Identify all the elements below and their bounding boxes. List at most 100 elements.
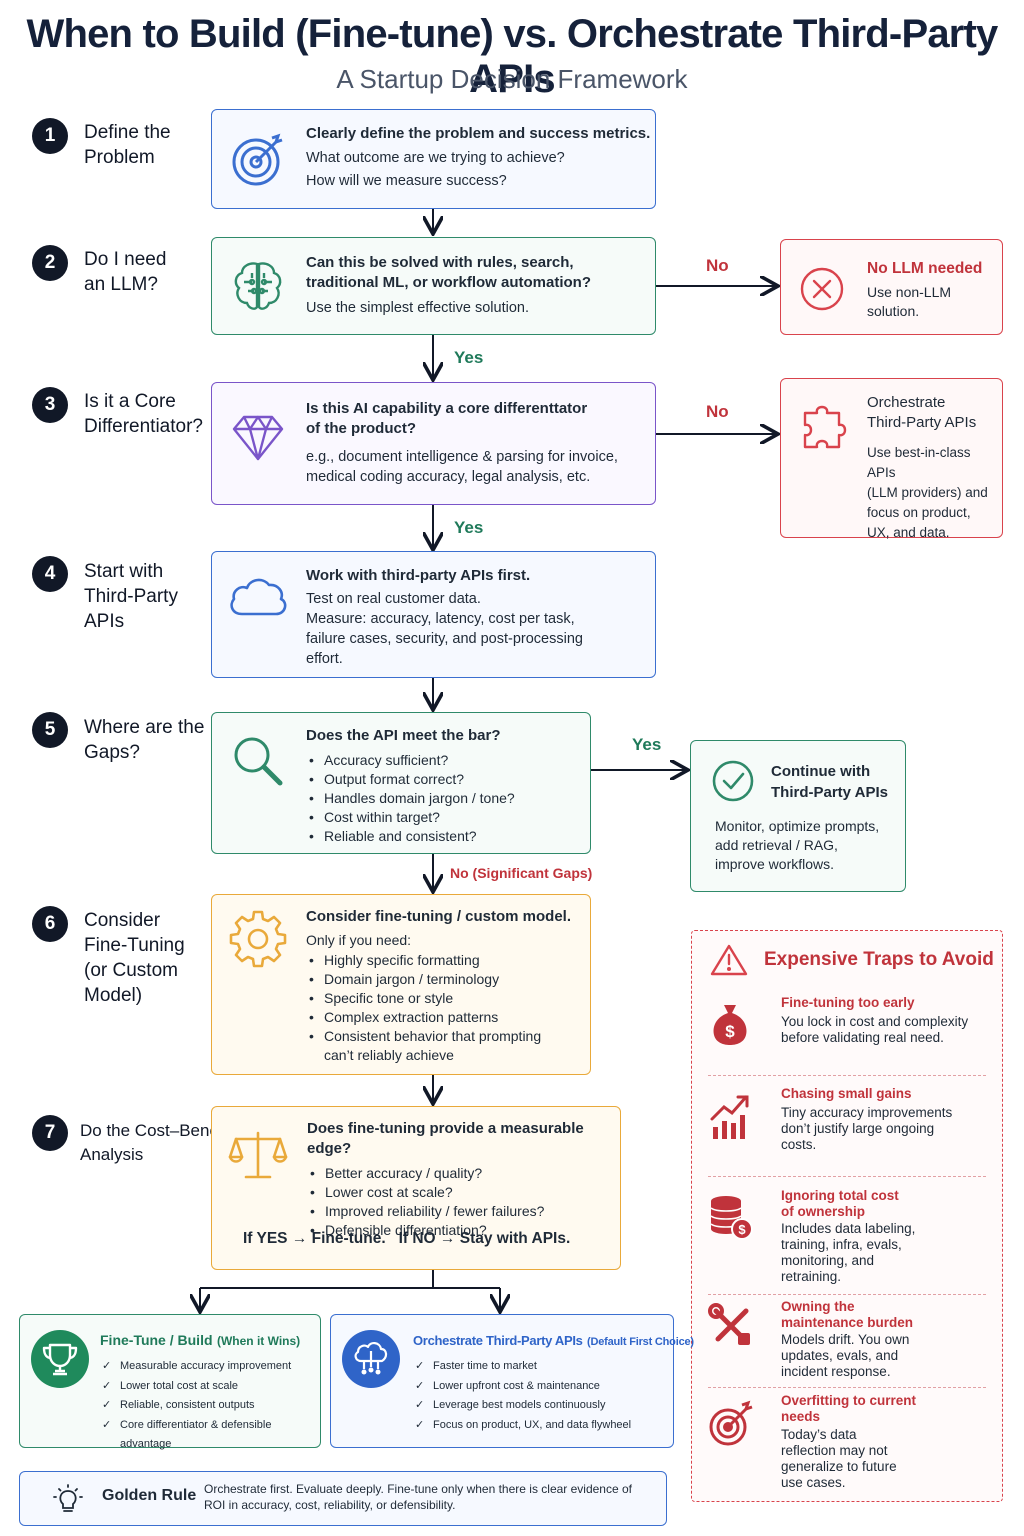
orchestrate-box: Orchestrate Third-Party APIs Use best-in… <box>780 378 1003 540</box>
step1-line: How will we measure success? <box>306 173 507 189</box>
list-item: Defensible differentiation? <box>307 1221 620 1240</box>
finetune-tag: (When it Wins) <box>216 1334 301 1348</box>
list-item: Accuracy sufficient? <box>306 751 515 770</box>
golden-rule-text: Orchestrate first. Evaluate deeply. Fine… <box>204 1482 632 1512</box>
continue-title: Continue with <box>771 763 871 780</box>
svg-text:$: $ <box>738 1222 746 1237</box>
step4-line: effort. <box>306 651 343 667</box>
trap-body: Tiny accuracy improvements don’t justify… <box>781 1105 953 1152</box>
step-number-2: 2 <box>32 245 68 281</box>
no-llm-title: No LLM needed <box>867 260 983 277</box>
step-number-1: 1 <box>32 118 68 154</box>
trap-heading: Fine-tuning too early <box>781 995 915 1010</box>
step7-lead: Does fine-tuning provide a measurable ed… <box>307 1120 584 1157</box>
orchestrate-line: UX, and data. <box>867 525 950 540</box>
list-item: Reliable and consistent? <box>306 827 515 846</box>
list-item: Improved reliability / fewer failures? <box>307 1202 620 1221</box>
puzzle-icon <box>803 405 847 449</box>
magnifier-icon <box>234 737 283 786</box>
step4-line: Measure: accuracy, latency, cost per tas… <box>306 611 575 627</box>
trap-body: Includes data labeling, training, infra,… <box>781 1221 916 1284</box>
finetune-outcome-card: Fine-Tune / Build (When it Wins) Measura… <box>19 1314 321 1450</box>
step-number-6: 6 <box>32 906 68 942</box>
edge-label-yes-llm: Yes <box>454 348 484 367</box>
list-item: Consistent behavior that prompting can’t… <box>306 1027 546 1065</box>
trap-heading: Ignoring total cost of ownership <box>781 1188 899 1219</box>
step1-box: Clearly define the problem and success m… <box>211 109 656 209</box>
list-item: Core differentiator & defensible advanta… <box>100 1416 320 1455</box>
list-item: Lower cost at scale? <box>307 1183 620 1202</box>
step1-line: What outcome are we trying to achieve? <box>306 150 565 166</box>
trap-heading: Owning the maintenance burden <box>781 1299 914 1330</box>
edge-label-yes-core: Yes <box>454 518 484 537</box>
step3-lead: Is this AI capability a core differentta… <box>306 400 588 417</box>
step1-lead: Clearly define the problem and success m… <box>306 125 651 142</box>
step2-lead: traditional ML, or workflow automation? <box>306 274 591 291</box>
list-item: Reliable, consistent outputs <box>100 1396 320 1416</box>
page-title: When to Build (Fine-tune) vs. Orchestrat… <box>26 12 998 101</box>
bar-chart-icon <box>710 1095 749 1139</box>
list-item: Lower upfront cost & maintenance <box>413 1377 631 1397</box>
trap-body: Models drift. You own updates, evals, an… <box>781 1332 910 1379</box>
scale-icon <box>228 1131 288 1179</box>
step6-box: Consider fine-tuning / custom model. Onl… <box>211 894 591 1075</box>
step-number-5: 5 <box>32 712 68 748</box>
trap-heading: Overfitting to current needs <box>781 1393 917 1424</box>
tools-icon <box>708 1303 750 1345</box>
gear-icon <box>229 910 287 968</box>
target-icon <box>709 1400 753 1446</box>
page-subtitle: A Startup Decision Framework <box>336 64 688 94</box>
list-item: Faster time to market <box>413 1357 631 1377</box>
step4-box: Work with third-party APIs first. Test o… <box>211 551 656 678</box>
trophy-icon <box>31 1330 89 1388</box>
cloud-icon <box>230 578 287 616</box>
golden-rule-title: Golden Rule <box>102 1487 197 1504</box>
traps-panel: Expensive Traps to Avoid $ Fine-tuning t… <box>691 930 1003 1502</box>
edge-label-no-llm: No <box>706 256 729 275</box>
step2-lead: Can this be solved with rules, search, <box>306 254 574 271</box>
step-label-4: Start with Third-Party APIs <box>84 561 178 632</box>
step3-line: e.g., document intelligence & parsing fo… <box>306 449 618 465</box>
warning-icon <box>710 944 748 976</box>
orchestrate-line: (LLM providers) and <box>867 485 988 500</box>
list-item: Better accuracy / quality? <box>307 1164 620 1183</box>
list-item: Handles domain jargon / tone? <box>306 789 515 808</box>
svg-text:$: $ <box>725 1022 735 1041</box>
step3-lead: of the product? <box>306 420 416 437</box>
golden-rule-card: Golden Rule Orchestrate first. Evaluate … <box>19 1471 667 1526</box>
orchestrate-outcome-card: Orchestrate Third-Party APIs (Default Fi… <box>330 1314 694 1448</box>
trap-heading: Chasing small gains <box>781 1086 912 1101</box>
step2-box: Can this be solved with rules, search, t… <box>211 237 656 335</box>
orchestrate-outcome-tag: (Default First Choice) <box>587 1336 694 1348</box>
orchestrate-line: Use best-in-class APIs <box>867 445 971 480</box>
step-number-7: 7 <box>32 1115 68 1151</box>
step3-box: Is this AI capability a core differentta… <box>211 382 656 505</box>
step-label-1: Define the Problem <box>84 122 171 168</box>
step-label-6: Consider Fine-Tuning (or Custom Model) <box>84 910 185 1006</box>
list-item: Highly specific formatting <box>306 951 546 970</box>
lightbulb-icon <box>53 1484 83 1512</box>
money-bag-icon: $ <box>713 1005 747 1045</box>
step7-box: Does fine-tuning provide a measurable ed… <box>211 1106 621 1270</box>
edge-label-no-gaps: No (Significant Gaps) <box>450 865 593 881</box>
list-item: Cost within target? <box>306 808 515 827</box>
step-label-5: Where are the Gaps? <box>84 717 205 763</box>
traps-title: Expensive Traps to Avoid <box>764 949 994 970</box>
step-label-7: Do the Cost–Benefit Analysis <box>80 1121 233 1164</box>
orchestrate-title: Third-Party APIs <box>867 414 977 431</box>
list-item: Output format correct? <box>306 770 515 789</box>
step-label-2: Do I need an LLM? <box>84 249 167 295</box>
continue-line: improve workflows. <box>715 856 835 872</box>
continue-line: add retrieval / RAG, <box>715 837 838 853</box>
step7-verdict: If YES → Fine-tune. If NO → Stay with AP… <box>243 1230 571 1247</box>
step2-line: Use the simplest effective solution. <box>306 300 529 316</box>
step3-line: medical coding accuracy, legal analysis,… <box>306 469 591 485</box>
edge-label-yes-gaps: Yes <box>632 735 662 754</box>
coins-icon: $ <box>710 1196 753 1240</box>
no-llm-box: No LLM needed Use non-LLM solution. <box>780 239 1003 335</box>
orchestrate-outcome-title: Orchestrate Third-Party APIs <box>413 1333 583 1348</box>
no-llm-line: solution. <box>867 303 920 319</box>
trap-body: Today’s data reflection may not generali… <box>781 1427 897 1490</box>
check-circle-icon <box>712 760 754 802</box>
